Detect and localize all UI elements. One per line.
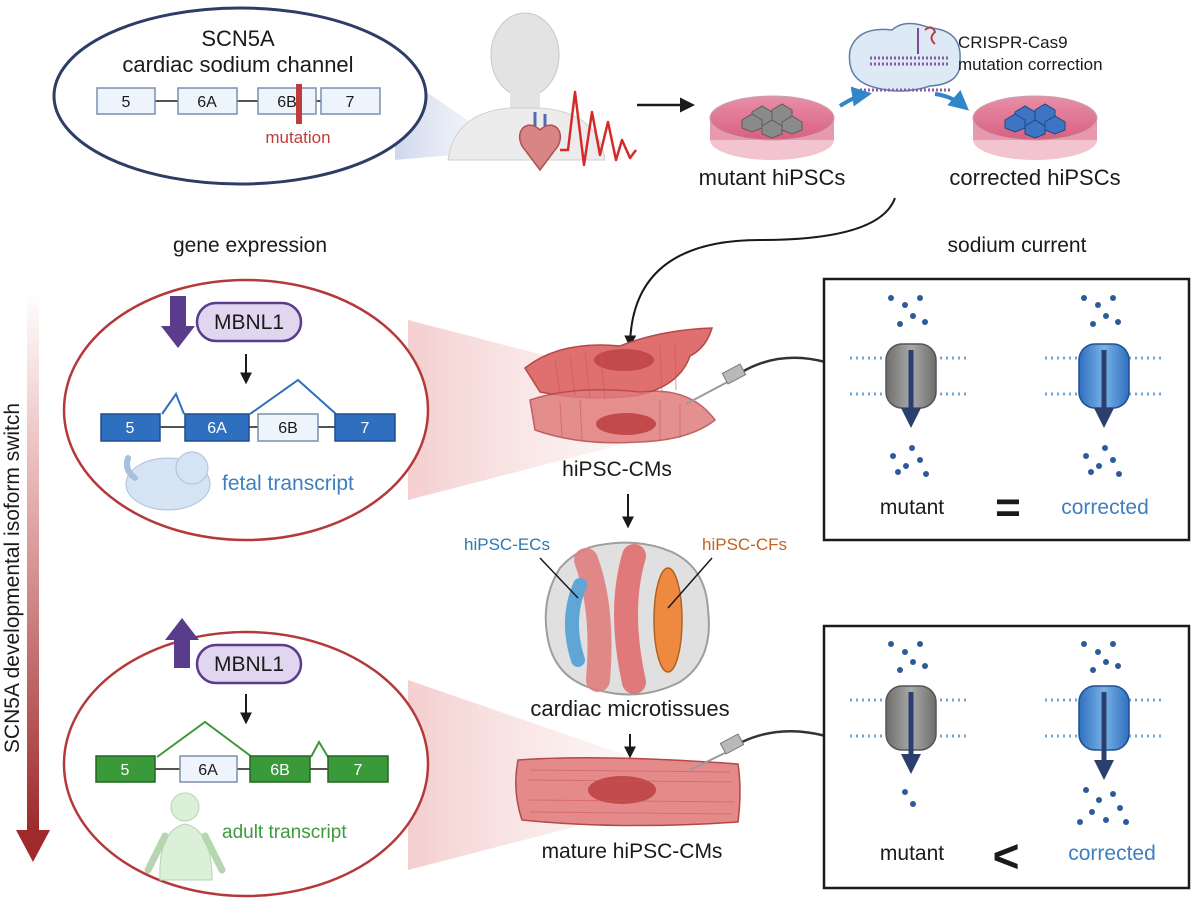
membrane-right-bottom (1045, 641, 1165, 825)
sodium-current-box-top: mutant = corrected (822, 277, 1191, 542)
gene-exon-track: 5 6A 6B 7 (96, 84, 381, 124)
gene-exon-7 (320, 87, 381, 115)
sodium-current-header: sodium current (948, 234, 1087, 257)
membrane-left-top (850, 295, 970, 477)
mature-cms-label: mature hiPSC-CMs (542, 840, 723, 863)
gene-callout: SCN5A cardiac sodium channel 5 6A 6B 7 m… (52, 6, 510, 186)
mutant-hipscs-dish (709, 95, 835, 160)
mbnl1-down-arrow (161, 296, 195, 348)
hipsc-cms-label: hiPSC-CMs (562, 458, 672, 481)
mutant-hipscs-label: mutant hiPSCs (699, 165, 846, 190)
adult-exon-6a (179, 755, 238, 783)
fetal-mbnl1-pill (195, 301, 303, 343)
adult-mbnl1-label: MBNL1 (214, 653, 284, 676)
membrane-right-top (1045, 295, 1165, 477)
adult-body-icon (144, 792, 226, 881)
gene-exon-6b-label: 6B (277, 94, 297, 111)
gene-exon-7-label: 7 (346, 94, 355, 111)
hipsc-ecs-label: hiPSC-ECs (464, 535, 550, 554)
adult-transcript-label: adult transcript (222, 822, 347, 843)
adult-exon-6a-label: 6A (198, 762, 218, 779)
gene-exon-6a-label: 6A (197, 94, 217, 111)
adult-exon-5-label: 5 (121, 762, 130, 779)
bottom-corrected-label: corrected (1068, 842, 1156, 865)
gene-title: SCN5A (201, 26, 275, 51)
gene-exon-6a (177, 87, 238, 115)
isoform-switch-arrowhead (16, 830, 50, 862)
crispr-cas9-complex (848, 22, 961, 92)
fetal-exon-7 (334, 413, 396, 442)
gene-subtitle: cardiac sodium channel (122, 52, 353, 77)
gene-expression-header: gene expression (173, 234, 327, 257)
adult-exon-6b (249, 755, 311, 783)
top-corrected-label: corrected (1061, 496, 1149, 519)
gene-exon-5-label: 5 (122, 94, 131, 111)
dish-to-cms-arrow (624, 197, 896, 348)
ecg-trace (560, 90, 637, 167)
sodium-current-box-bottom: mutant < corrected (822, 624, 1191, 890)
fetal-exon-6b-label: 6B (278, 420, 298, 437)
hipsc-ecs-leader (539, 557, 579, 599)
fetal-exon-5 (100, 413, 161, 442)
fetal-exon-6a-label: 6A (207, 420, 227, 437)
mbnl1-up-arrow (165, 618, 199, 668)
patch-pipette-top (685, 356, 826, 405)
cardiac-microtissue (544, 541, 710, 696)
mutation-label: mutation (265, 128, 330, 147)
adult-exon-7 (327, 755, 389, 783)
adult-mbnl1-pill (195, 643, 303, 685)
corrected-hipscs-dish (972, 95, 1098, 160)
membrane-left-bottom (850, 641, 970, 807)
adult-exon-6b-label: 6B (270, 762, 290, 779)
hipsc-cfs-leader (667, 557, 713, 609)
top-operator: = (995, 483, 1021, 532)
crispr-out-arrow (934, 89, 970, 111)
fetal-transcript-label: fetal transcript (222, 472, 354, 495)
fetus-icon (123, 451, 211, 511)
crispr-label-line1: CRISPR-Cas9 (958, 33, 1068, 52)
heart-icon (519, 112, 561, 172)
hipsc-cfs-label: hiPSC-CFs (702, 535, 787, 554)
isoform-switch-label: SCN5A developmental isoform switch (1, 403, 24, 753)
crispr-in-arrow (838, 86, 872, 108)
fetal-exon-6b (257, 413, 319, 442)
bottom-mutant-label: mutant (880, 842, 944, 865)
hipsc-cms-cells (524, 327, 717, 444)
adult-exon-7-label: 7 (354, 762, 363, 779)
fetal-exon-6a (184, 413, 250, 442)
crispr-label-line2: mutation correction (958, 55, 1103, 74)
mature-hipsc-cm-cell (515, 757, 741, 827)
adult-exon-5 (95, 755, 156, 783)
fetal-mbnl1-label: MBNL1 (214, 311, 284, 334)
isoform-switch-axis (27, 292, 39, 832)
patch-pipette-bottom (689, 729, 827, 771)
microtissues-label: cardiac microtissues (530, 696, 729, 721)
mutation-marker (296, 84, 302, 124)
fetal-exon-5-label: 5 (126, 420, 135, 437)
top-mutant-label: mutant (880, 496, 944, 519)
bottom-operator: < (993, 830, 1020, 882)
fetal-exon-7-label: 7 (361, 420, 370, 437)
corrected-hipscs-label: corrected hiPSCs (949, 165, 1120, 190)
gene-exon-6b (257, 87, 317, 115)
gene-exon-5 (96, 87, 156, 115)
